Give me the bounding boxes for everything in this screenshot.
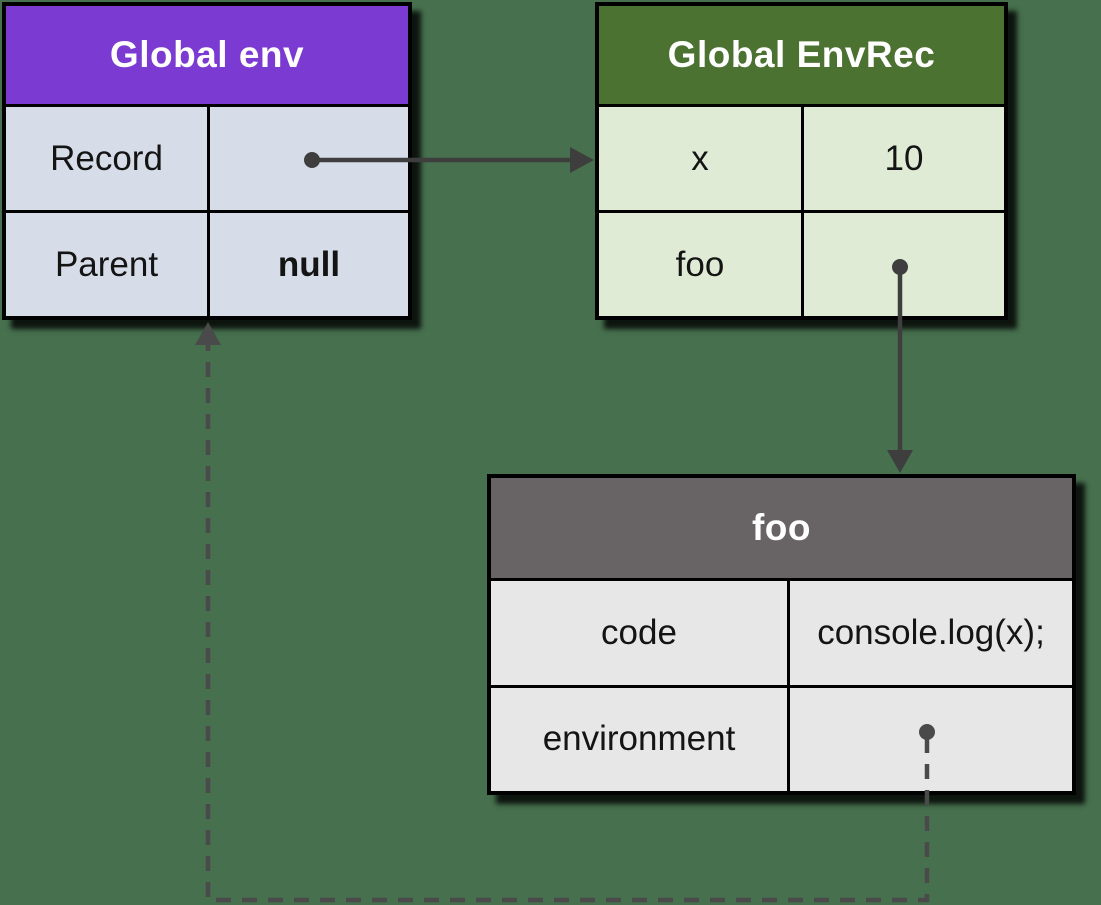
foo-code-value: console.log(x);	[790, 581, 1072, 685]
global-envrec-title: Global EnvRec	[599, 6, 1004, 107]
foo-table-title: foo	[491, 478, 1072, 581]
global-env-table: Global env Record Parent null	[2, 2, 412, 320]
table-row: foo	[599, 213, 1004, 316]
global-env-record-value	[210, 107, 408, 210]
global-envrec-x-value: 10	[804, 107, 1004, 210]
global-envrec-foo-value	[804, 213, 1004, 316]
global-envrec-x-label: x	[599, 107, 804, 210]
table-row: environment	[491, 687, 1072, 791]
global-envrec-table: Global EnvRec x 10 foo	[595, 2, 1008, 320]
global-env-record-label: Record	[6, 107, 210, 210]
global-env-parent-label: Parent	[6, 213, 210, 316]
table-row: Parent null	[6, 213, 408, 316]
global-env-parent-value: null	[210, 213, 408, 316]
foo-function-table: foo code console.log(x); environment	[487, 474, 1076, 795]
table-row: Record	[6, 107, 408, 213]
foo-environment-value	[790, 687, 1072, 791]
global-env-title: Global env	[6, 6, 408, 107]
table-row: x 10	[599, 107, 1004, 213]
foo-code-label: code	[491, 581, 790, 685]
global-envrec-foo-label: foo	[599, 213, 804, 316]
table-row: code console.log(x);	[491, 581, 1072, 688]
foo-environment-label: environment	[491, 687, 790, 791]
